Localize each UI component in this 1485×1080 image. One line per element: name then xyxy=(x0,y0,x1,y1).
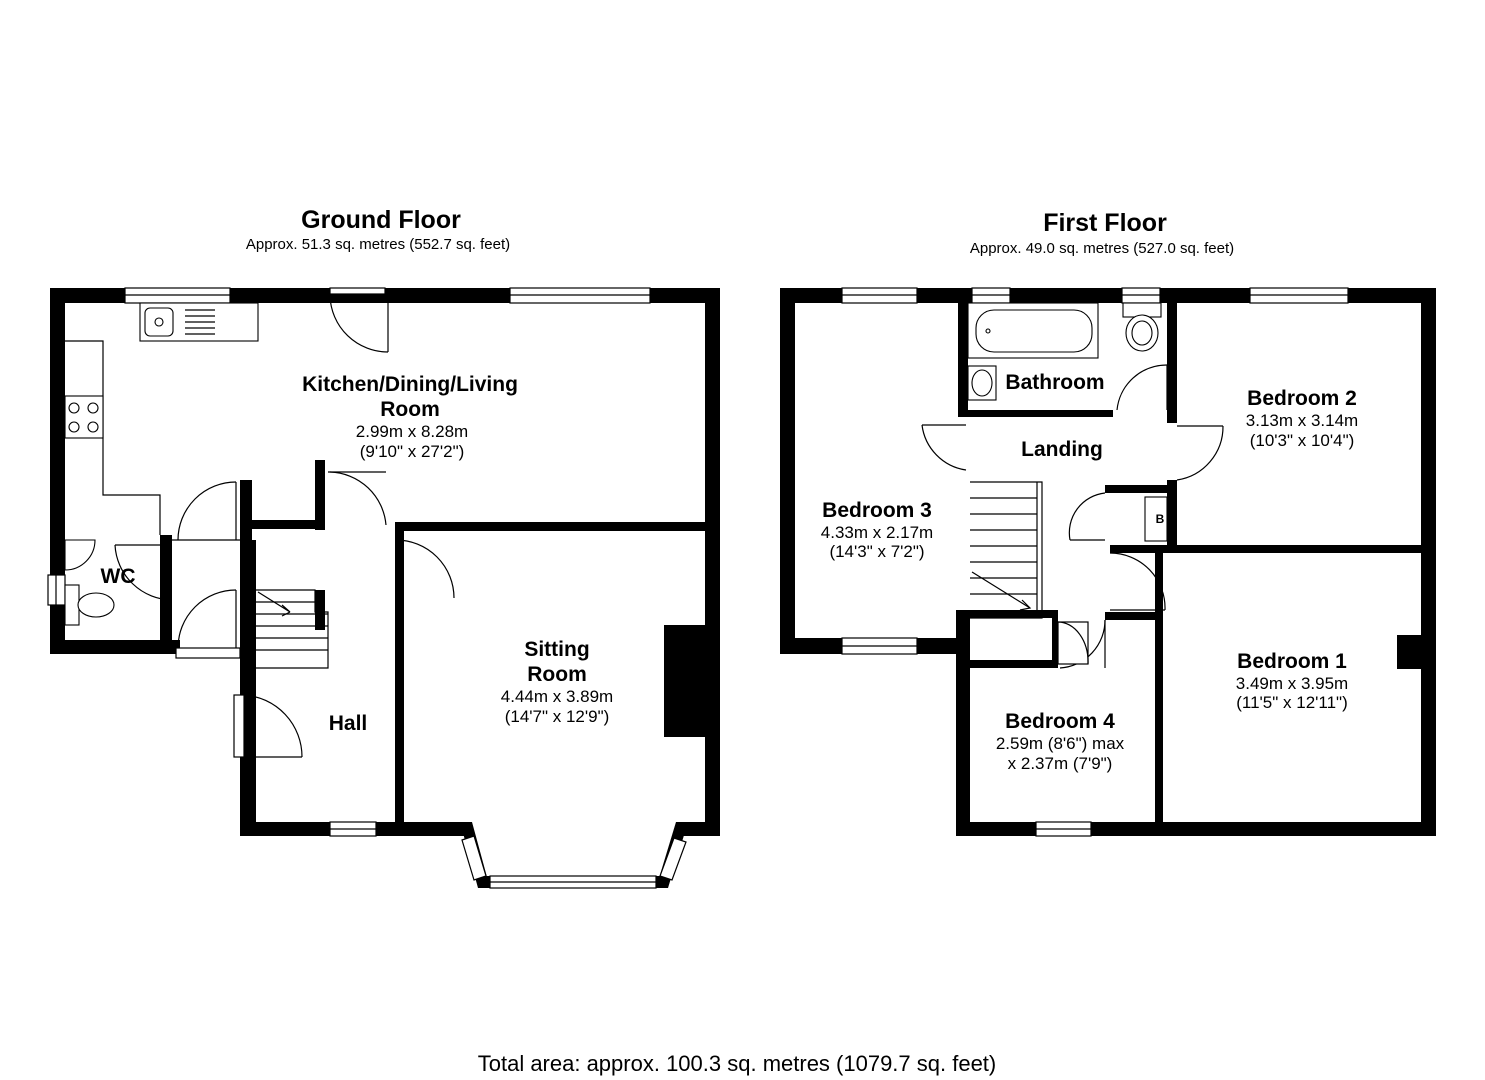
ground-floor-stairs xyxy=(256,589,329,669)
bathroom-name: Bathroom xyxy=(1005,371,1104,394)
bedroom4-dim-line2: x 2.37m (7'9") xyxy=(1008,754,1113,773)
kitchen-name-line2: Room xyxy=(380,398,440,421)
bedroom1-dim-metric: 3.49m x 3.95m xyxy=(1236,674,1348,693)
bedroom3-dim-metric: 4.33m x 2.17m xyxy=(821,523,933,542)
boiler-label: B xyxy=(1156,512,1165,526)
bedroom3-name: Bedroom 3 xyxy=(822,499,932,522)
sitting-name-line2: Room xyxy=(527,663,587,686)
kitchen-name-line1: Kitchen/Dining/Living xyxy=(302,373,518,396)
ground-floor-plan: Ground Floor Approx. 51.3 sq. metres (55… xyxy=(47,206,720,889)
bedroom1-dim-imperial: (11'5" x 12'11") xyxy=(1236,693,1348,712)
landing-name: Landing xyxy=(1021,438,1103,461)
sitting-dim-metric: 4.44m x 3.89m xyxy=(501,687,613,706)
wc-name: WC xyxy=(101,565,136,588)
total-area: Total area: approx. 100.3 sq. metres (10… xyxy=(478,1051,997,1076)
toilet-cistern-icon xyxy=(64,584,80,626)
kitchen-fixtures xyxy=(64,302,259,535)
first-floor-plan: First Floor Approx. 49.0 sq. metres (527… xyxy=(780,209,1436,837)
bedroom2-name: Bedroom 2 xyxy=(1247,387,1357,410)
first-floor-title: First Floor xyxy=(1043,209,1167,237)
bedroom2-dim-imperial: (10'3" x 10'4") xyxy=(1250,431,1355,450)
bedroom2-dim-metric: 3.13m x 3.14m xyxy=(1246,411,1358,430)
ground-floor-windows xyxy=(47,287,687,889)
first-floor-doors xyxy=(921,364,1224,669)
kitchen-dim-imperial: (9'10" x 27'2") xyxy=(360,442,465,461)
sitting-name-line1: Sitting xyxy=(524,638,589,661)
sitting-dim-imperial: (14'7" x 12'9") xyxy=(505,707,610,726)
wc-fixtures xyxy=(64,539,115,626)
bedroom1-name: Bedroom 1 xyxy=(1237,650,1347,673)
bedroom4-dim-line1: 2.59m (8'6") max xyxy=(996,734,1125,753)
bedroom3-dim-imperial: (14'3" x 7'2") xyxy=(829,542,924,561)
first-floor-area: Approx. 49.0 sq. metres (527.0 sq. feet) xyxy=(970,240,1234,257)
boiler-cupboard: B xyxy=(1144,496,1168,542)
toilet-icon xyxy=(77,592,115,618)
hob-icon xyxy=(64,395,104,439)
first-floor-stairs xyxy=(970,481,1043,619)
hall-name: Hall xyxy=(329,712,368,735)
ground-floor-title: Ground Floor xyxy=(301,206,461,234)
bedroom4-name: Bedroom 4 xyxy=(1005,710,1115,733)
bathroom-fixtures xyxy=(967,302,1162,401)
basin-icon xyxy=(64,539,96,571)
kitchen-dim-metric: 2.99m x 8.28m xyxy=(356,422,468,441)
ground-floor-area: Approx. 51.3 sq. metres (552.7 sq. feet) xyxy=(246,236,510,253)
ground-floor-doors xyxy=(114,287,455,758)
